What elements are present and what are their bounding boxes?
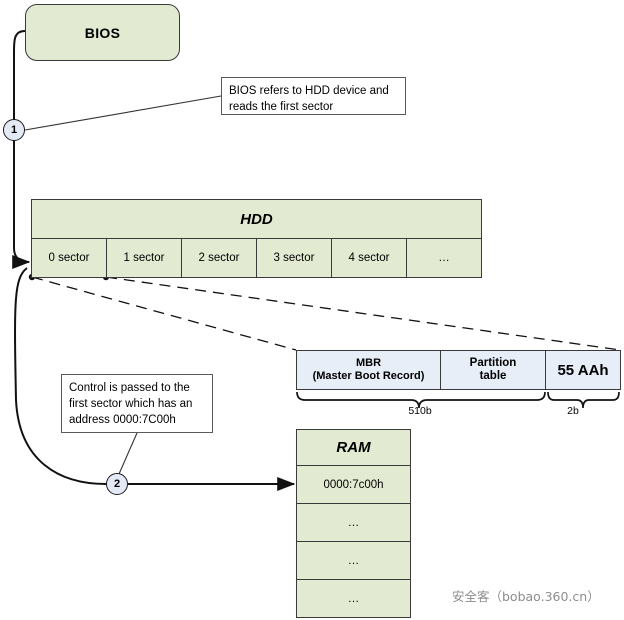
mbr-cell-master-boot-record: MBR (Master Boot Record) — [297, 351, 441, 389]
dashed-expand-left — [31, 276, 297, 351]
leader-control-callout — [118, 432, 138, 475]
dashed-expand-right — [105, 276, 621, 351]
ram-row-2: … — [297, 542, 410, 580]
hdd-title: HDD — [32, 200, 481, 239]
mbr-cell-line2: (Master Boot Record) — [312, 370, 425, 382]
bios-label: BIOS — [84, 24, 121, 41]
hdd-sector-row: 0 sector 1 sector 2 sector 3 sector 4 se… — [32, 239, 481, 277]
ram-table: RAM 0000:7c00h … … … — [296, 429, 411, 618]
brace-label-510b: 510b — [408, 405, 432, 417]
mbr-cell-line1: MBR — [355, 357, 382, 369]
watermark: 安全客（bobao.360.cn） — [452, 589, 600, 604]
ram-row-address: 0000:7c00h — [297, 466, 410, 504]
ram-row-3: … — [347, 592, 360, 605]
step-marker-1: 1 — [3, 119, 25, 141]
ram-row-1: … — [297, 504, 410, 542]
step-marker-2: 2 — [106, 473, 128, 495]
flow-bios-to-hdd — [12, 30, 31, 269]
callout-control-line2: first sector which has an — [69, 398, 193, 410]
callout-bios-line2: reads the first sector — [229, 101, 334, 113]
hdd-sector-4: 4 sector — [332, 239, 407, 277]
mbr-cell-partition-table: Partition table — [441, 351, 546, 389]
callout-control-line3: address 0000:7C00h — [69, 414, 176, 426]
hdd-sector-more: … — [438, 252, 450, 264]
leader-bios-callout — [24, 95, 222, 131]
callout-control-line1: Control is passed to the — [69, 382, 190, 394]
step-marker-1-label: 1 — [10, 124, 18, 136]
bios-box: BIOS — [25, 4, 180, 61]
hdd-sector-2: 2 sector — [182, 239, 257, 277]
callout-control-note: Control is passed to the first sector wh… — [61, 374, 213, 433]
callout-bios-line1: BIOS refers to HDD device and — [229, 85, 389, 97]
mbr-cell-signature: 55 AAh — [557, 361, 609, 379]
mbr-bar: MBR (Master Boot Record) Partition table… — [296, 350, 621, 390]
hdd-sector-1: 1 sector — [107, 239, 182, 277]
hdd-table: HDD 0 sector 1 sector 2 sector 3 sector … — [31, 199, 482, 278]
ram-title: RAM — [297, 430, 410, 466]
partition-line2: table — [479, 370, 507, 382]
partition-line1: Partition — [469, 357, 517, 369]
brace-label-2b: 2b — [567, 405, 579, 417]
hdd-sector-3: 3 sector — [257, 239, 332, 277]
callout-bios-note: BIOS refers to HDD device and reads the … — [221, 77, 406, 115]
hdd-sector-0: 0 sector — [32, 239, 107, 277]
step-marker-2-label: 2 — [113, 478, 121, 490]
